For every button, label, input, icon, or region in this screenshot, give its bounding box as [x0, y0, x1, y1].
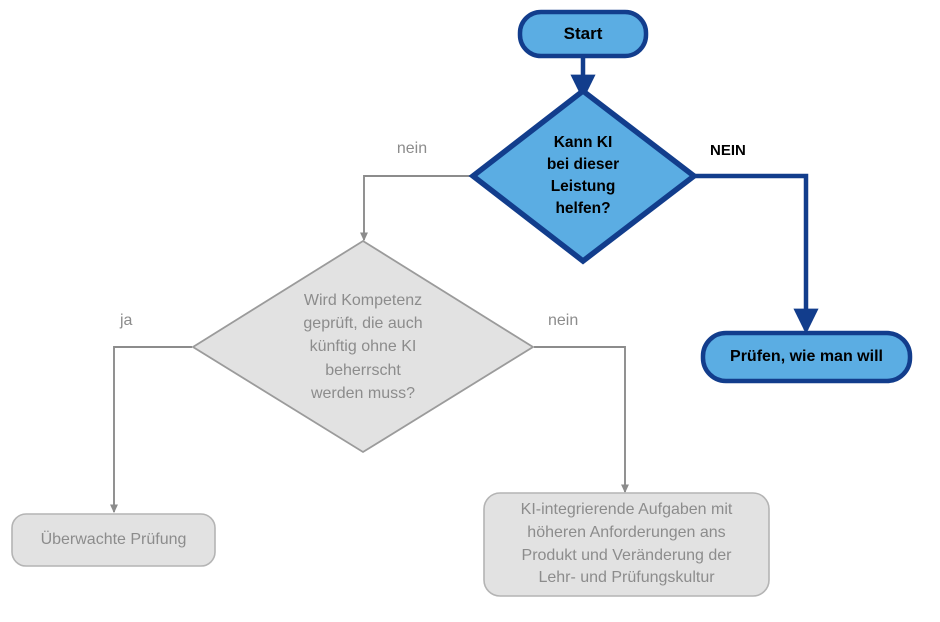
node-terminal-ki-aufgaben-shape[interactable]	[483, 492, 770, 597]
node-terminal-ueberwachte-shape[interactable]	[11, 513, 216, 567]
edge-decision-nein-right	[695, 173, 819, 335]
node-decision-kompetenz-shape[interactable]	[191, 239, 535, 454]
edge-kompetenz-nein	[534, 346, 629, 494]
edge-kompetenz-ja	[110, 346, 192, 514]
node-start-shape[interactable]	[517, 9, 649, 59]
node-decision-ki-hilft-shape[interactable]	[468, 87, 699, 265]
node-terminal-pruefen-shape[interactable]	[700, 330, 913, 384]
edge-decision-nein-left	[360, 175, 472, 242]
